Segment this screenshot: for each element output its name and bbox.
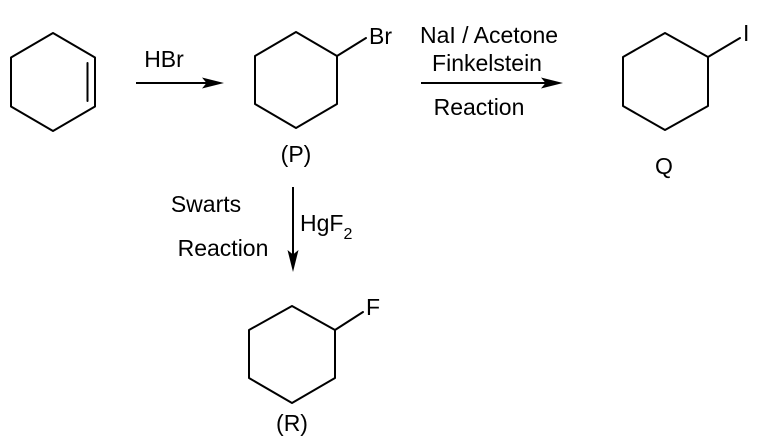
finkelstein-name-label: Finkelstein	[432, 50, 542, 76]
p-substituent-label: Br	[369, 23, 392, 49]
swarts-arrow-head	[287, 250, 299, 272]
finkelstein-arrow-head	[541, 77, 563, 89]
p-ring	[254, 31, 338, 129]
swarts-name-label: Swarts	[171, 191, 241, 217]
p-compound-label: (P)	[281, 141, 312, 167]
iodocyclohexane-structure: I Q	[622, 20, 749, 179]
swarts-reagent-main: HgF	[300, 210, 343, 236]
q-ring	[622, 32, 709, 131]
r-f-bond	[334, 311, 364, 331]
finkelstein-reagent-label: NaI / Acetone	[420, 22, 558, 48]
hbr-reagent-label: HBr	[144, 46, 184, 72]
swarts-reagent-subscript: 2	[343, 226, 352, 243]
bromocyclohexane-structure: Br (P)	[254, 23, 392, 167]
finkelstein-reaction-arrow: NaI / Acetone Finkelstein Reaction	[420, 22, 563, 120]
finkelstein-reaction-label: Reaction	[434, 94, 525, 120]
hbr-arrow-head	[202, 77, 224, 89]
q-substituent-label: I	[743, 20, 749, 46]
swarts-reaction-arrow: Swarts Reaction HgF2	[171, 187, 352, 272]
cyclohexene-ring	[10, 32, 96, 132]
r-compound-label: (R)	[276, 410, 308, 436]
swarts-reagent-label: HgF2	[300, 210, 352, 243]
q-i-bond	[707, 37, 741, 58]
q-compound-label: Q	[655, 153, 673, 179]
fluorocyclohexane-structure: F (R)	[248, 294, 380, 436]
cyclohexene-structure	[10, 32, 96, 132]
hbr-reaction-arrow: HBr	[136, 46, 224, 89]
r-substituent-label: F	[366, 294, 380, 320]
p-br-bond	[336, 37, 367, 57]
r-ring	[248, 305, 336, 404]
swarts-reaction-label: Reaction	[178, 235, 269, 261]
